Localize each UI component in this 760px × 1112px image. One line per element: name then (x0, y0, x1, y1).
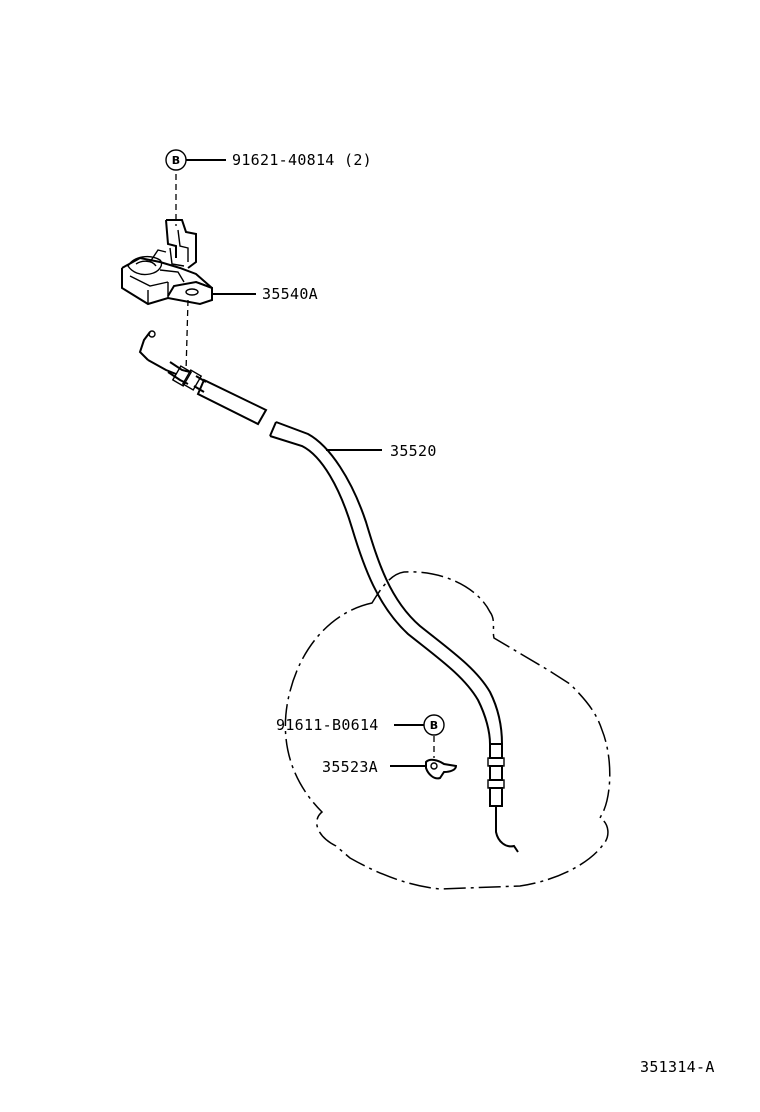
bolt-bottom-callout: 91611-B0614 B (276, 714, 445, 758)
bolt-top-callout: B 91621-40814 (2) (165, 149, 372, 171)
cable-callout: 35520 (326, 442, 437, 460)
bracket-to-cable-dashed-leader (185, 299, 189, 373)
cable-sheath-upper (196, 378, 268, 426)
clamp-shape (425, 758, 458, 780)
cable-upper-end (138, 330, 207, 393)
bracket-part-number: 35540A (262, 285, 318, 303)
svg-text:B: B (430, 719, 438, 732)
cable-sheath-lower (269, 421, 503, 745)
transmission-housing-outline (284, 571, 611, 890)
bolt-top-quantity: (2) (344, 151, 372, 169)
bracket-callout: 35540A (212, 285, 318, 303)
cable-lower-end (487, 743, 519, 853)
clamp-callout: 35523A (322, 758, 458, 780)
bolt-top-part-number: 91621-40814 (232, 151, 335, 169)
clamp-part-number: 35523A (322, 758, 378, 776)
cable-part-number: 35520 (390, 442, 437, 460)
shift-bracket-assembly (121, 219, 213, 306)
svg-text:B: B (172, 154, 180, 167)
bolt-bottom-part-number: 91611-B0614 (276, 716, 379, 734)
diagram-code: 351314-A (640, 1058, 715, 1076)
